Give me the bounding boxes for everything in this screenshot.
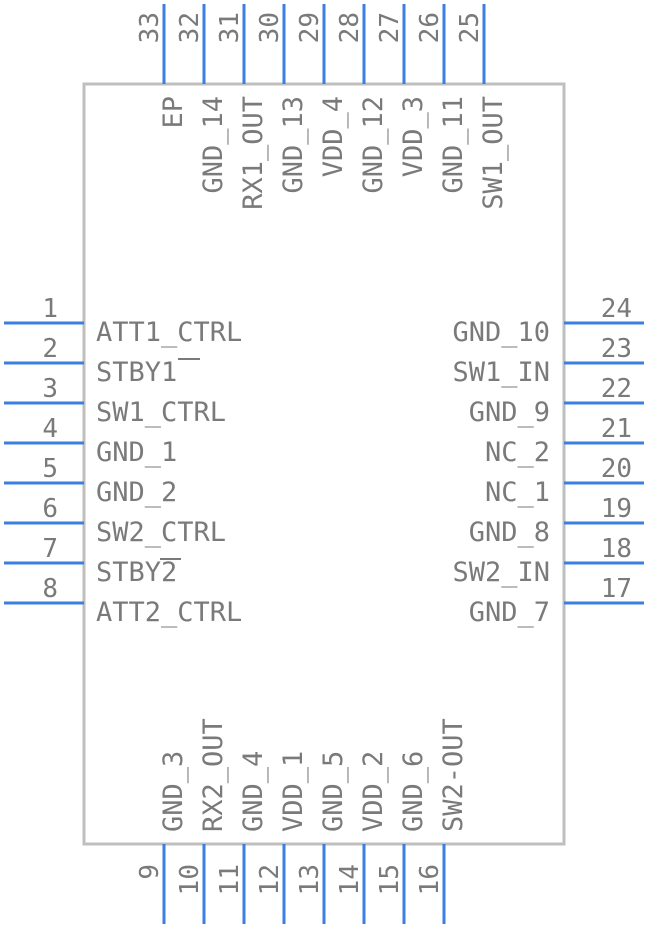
pin-label-2: STBY1 — [96, 357, 177, 388]
pin-number-1: 1 — [42, 294, 58, 324]
pin-number-17: 17 — [601, 574, 632, 604]
pin-number-28: 28 — [335, 12, 365, 43]
pin-number-23: 23 — [601, 334, 632, 364]
pin-label-8: ATT2_CTRL — [96, 597, 242, 628]
pin-number-9: 9 — [135, 864, 165, 880]
pin-label-1: ATT1_CTRL — [96, 317, 242, 348]
pin-number-21: 21 — [601, 414, 632, 444]
pin-label-30: GND_13 — [278, 96, 309, 194]
pin-number-4: 4 — [42, 414, 58, 444]
pin-label-6: SW2_CTRL — [96, 517, 226, 548]
pin-label-4: GND_1 — [96, 437, 177, 468]
pin-label-21: NC_2 — [485, 437, 550, 468]
pin-number-10: 10 — [175, 864, 205, 895]
pin-number-22: 22 — [601, 374, 632, 404]
pin-number-7: 7 — [42, 534, 58, 564]
pin-number-13: 13 — [295, 864, 325, 895]
pin-number-20: 20 — [601, 454, 632, 484]
pin-label-19: GND_8 — [469, 517, 550, 548]
pin-label-24: GND_10 — [452, 317, 550, 348]
pin-label-10: RX2_OUT — [198, 718, 229, 832]
pin-number-2: 2 — [42, 334, 58, 364]
chip-body — [82, 82, 566, 846]
pin-number-27: 27 — [375, 12, 405, 43]
pin-label-33: EP — [158, 96, 189, 129]
pin-label-27: VDD_3 — [398, 96, 429, 177]
pin-label-31: RX1_OUT — [238, 96, 269, 210]
pin-lines — [4, 4, 644, 924]
pin-label-17: GND_7 — [469, 597, 550, 628]
pin-label-3: SW1_CTRL — [96, 397, 226, 428]
pin-label-13: GND_5 — [318, 751, 349, 832]
pin-number-11: 11 — [215, 864, 245, 895]
pin-label-11: GND_4 — [238, 751, 269, 832]
pin-number-19: 19 — [601, 494, 632, 524]
pin-number-32: 32 — [175, 12, 205, 43]
pin-labels: 1ATT1_CTRL2STBY13SW1_CTRL4GND_15GND_26SW… — [42, 12, 632, 895]
pin-number-31: 31 — [215, 12, 245, 43]
pin-number-5: 5 — [42, 454, 58, 484]
pin-label-26: GND_11 — [438, 96, 469, 194]
pin-number-18: 18 — [601, 534, 632, 564]
pin-label-32: GND_14 — [198, 96, 229, 194]
pin-number-8: 8 — [42, 574, 58, 604]
pin-label-28: GND_12 — [358, 96, 389, 194]
pin-number-12: 12 — [255, 864, 285, 895]
pin-number-14: 14 — [335, 864, 365, 895]
pin-number-26: 26 — [415, 12, 445, 43]
pin-label-23: SW1_IN — [452, 357, 550, 388]
pin-number-25: 25 — [455, 12, 485, 43]
pin-label-7: STBY2 — [96, 557, 177, 588]
pin-number-29: 29 — [295, 12, 325, 43]
pin-label-18: SW2_IN — [452, 557, 550, 588]
pin-number-30: 30 — [255, 12, 285, 43]
pin-label-22: GND_9 — [469, 397, 550, 428]
pin-number-15: 15 — [375, 864, 405, 895]
pin-label-20: NC_1 — [485, 477, 550, 508]
pin-number-16: 16 — [415, 864, 445, 895]
pin-number-33: 33 — [135, 12, 165, 43]
pin-number-3: 3 — [42, 374, 58, 404]
pin-number-24: 24 — [601, 294, 632, 324]
pin-label-15: GND_6 — [398, 751, 429, 832]
pin-label-29: VDD_4 — [318, 96, 349, 177]
pin-label-5: GND_2 — [96, 477, 177, 508]
pin-label-16: SW2-OUT — [438, 718, 469, 832]
pin-number-6: 6 — [42, 494, 58, 524]
pin-label-12: VDD_1 — [278, 751, 309, 832]
pin-label-14: VDD_2 — [358, 751, 389, 832]
pin-label-9: GND_3 — [158, 751, 189, 832]
pin-label-25: SW1_OUT — [478, 96, 509, 210]
